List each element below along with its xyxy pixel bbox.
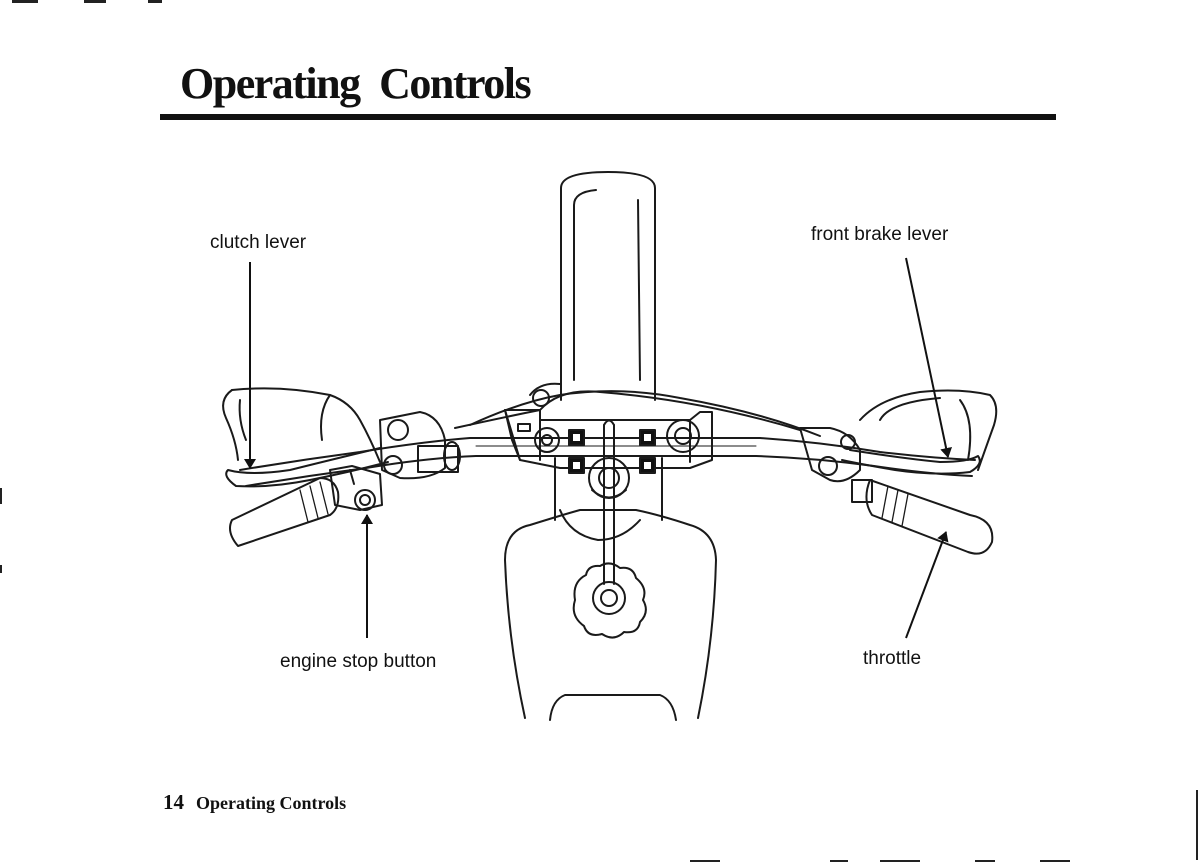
scan-mark <box>1040 860 1070 862</box>
scan-mark <box>148 0 162 3</box>
footer-section-label: Operating Controls <box>196 793 347 813</box>
triple-clamp <box>504 409 713 469</box>
left-grip <box>229 477 340 547</box>
page-number: 14 <box>163 790 184 814</box>
scan-mark <box>830 860 848 862</box>
number-plate <box>560 171 656 401</box>
number-plate-inner <box>573 189 597 381</box>
scan-mark <box>0 565 2 573</box>
scan-mark <box>1196 790 1198 860</box>
callout-clutch-lever: clutch lever <box>210 232 307 253</box>
fuel-cap <box>572 562 647 639</box>
title-rule <box>160 114 1056 120</box>
page-title: Operating Controls <box>180 59 532 108</box>
handlebar <box>239 437 976 471</box>
scan-mark <box>690 860 720 862</box>
scan-mark <box>975 860 995 862</box>
scan-mark <box>0 488 2 504</box>
callout-throttle: throttle <box>863 648 922 669</box>
right-hand-guard <box>859 389 998 471</box>
front-brake-lever-shape <box>841 449 981 475</box>
fuel-tank <box>504 509 717 719</box>
page-footer: 14 Operating Controls <box>163 790 346 815</box>
engine-stop-switch-body <box>329 465 383 511</box>
throttle-leader <box>905 531 949 639</box>
left-hand-guard <box>231 387 381 463</box>
right-grip <box>865 479 994 555</box>
front-brake-lever-leader <box>905 257 953 458</box>
scan-mark <box>12 0 38 3</box>
scan-mark <box>84 0 106 3</box>
callout-engine-stop-button: engine stop button <box>280 651 437 672</box>
callout-front-brake-lever: front brake lever <box>811 224 949 245</box>
scan-mark <box>880 860 920 862</box>
clutch-perch <box>379 411 446 480</box>
